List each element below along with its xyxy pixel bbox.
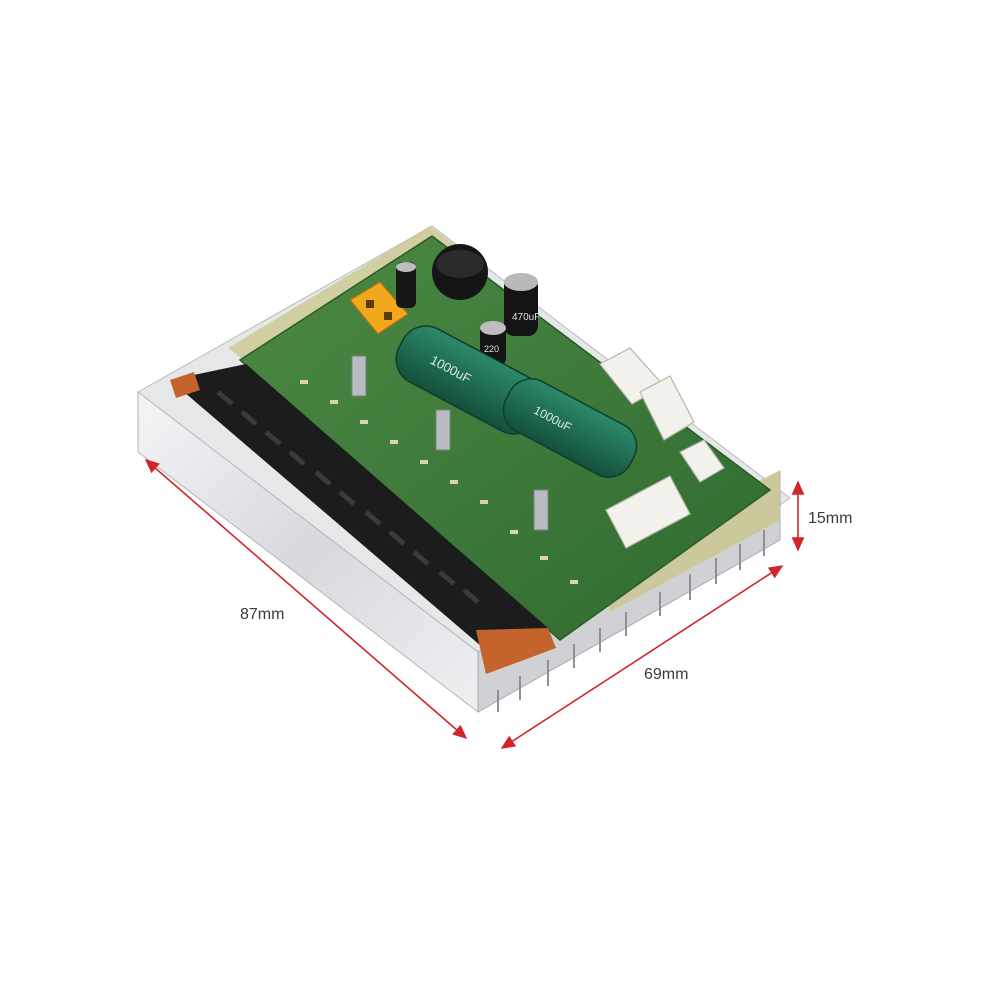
capacitor-tiny xyxy=(396,262,416,308)
capacitor-small-b-label: 220 xyxy=(484,344,499,354)
white-connectors xyxy=(599,347,725,549)
capacitor-small-a: 470uF xyxy=(504,273,540,336)
inductor xyxy=(432,244,488,300)
capacitor-large: 1000uF 1000uF xyxy=(395,325,638,478)
spade-terminals xyxy=(351,355,549,531)
xt30-connector xyxy=(349,281,409,335)
capacitor-small-a-label: 470uF xyxy=(512,312,540,323)
dimension-width-label: 69mm xyxy=(644,666,689,683)
dimension-87 xyxy=(144,458,468,740)
dimension-height-label: 15mm xyxy=(808,510,853,527)
dimension-69 xyxy=(500,565,784,749)
dimension-length-label: 87mm xyxy=(240,606,285,623)
